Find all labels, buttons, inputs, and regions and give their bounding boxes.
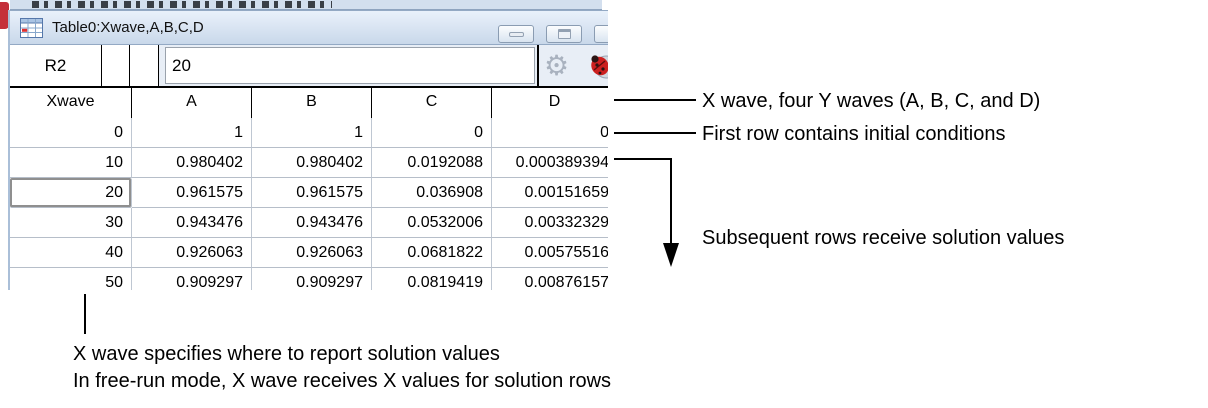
data-cell[interactable]: 0.961575 [252, 178, 372, 208]
data-cell[interactable]: 0.909297 [132, 268, 252, 290]
data-cell[interactable]: 0.0681822 [372, 238, 492, 268]
callout-line-columns [614, 99, 696, 101]
table-row: 01100 [10, 118, 608, 148]
data-cell[interactable]: 0.0192088 [372, 148, 492, 178]
data-cell[interactable]: 0.036908 [372, 178, 492, 208]
restore-button[interactable] [546, 25, 582, 43]
data-cell[interactable]: 0 [492, 118, 608, 148]
background-red-icon-fragment [0, 2, 9, 29]
toolbar-small-cell-1[interactable] [102, 45, 130, 86]
column-header-xwave[interactable]: Xwave [10, 88, 132, 118]
clipped-button[interactable] [594, 25, 608, 43]
data-cell[interactable]: 1 [252, 118, 372, 148]
bottom-note: X wave specifies where to report solutio… [73, 341, 611, 395]
data-cell[interactable]: 0.926063 [132, 238, 252, 268]
data-cell[interactable]: 0.00332329 [492, 208, 608, 238]
gear-icon[interactable]: ⚙ [544, 50, 570, 81]
xwave-cell[interactable]: 50 [10, 268, 132, 290]
subsequent-rows-note: Subsequent rows receive solution values [702, 227, 1065, 249]
first-row-note: First row contains initial conditions [702, 123, 1006, 145]
bottom-note-line1: X wave specifies where to report solutio… [73, 343, 500, 365]
data-cell[interactable]: 0.943476 [132, 208, 252, 238]
table-icon [20, 18, 43, 43]
cell-reference-indicator[interactable]: R2 [10, 45, 102, 86]
data-cell[interactable]: 1 [132, 118, 252, 148]
background-window-clipped-title [10, 0, 602, 10]
down-arrow-icon [663, 243, 679, 267]
bug-icon[interactable] [588, 53, 608, 86]
data-cell[interactable]: 0.926063 [252, 238, 372, 268]
window-titlebar[interactable]: Table0:Xwave,A,B,C,D [10, 10, 608, 45]
columns-note: X wave, four Y waves (A, B, C, and D) [702, 90, 1041, 112]
callout-line-first-row [614, 132, 696, 134]
data-cell[interactable]: 0.000389394 [492, 148, 608, 178]
window-title: Table0:Xwave,A,B,C,D [52, 19, 204, 36]
xwave-cell[interactable]: 30 [10, 208, 132, 238]
bottom-note-line2: In free-run mode, X wave receives X valu… [73, 370, 612, 392]
data-cell[interactable]: 0.909297 [252, 268, 372, 290]
data-cell[interactable]: 0 [372, 118, 492, 148]
column-header-b[interactable]: B [252, 88, 372, 118]
toolbar-divider [537, 45, 539, 86]
data-cell[interactable]: 0.943476 [252, 208, 372, 238]
data-rows: 01100100.9804020.9804020.01920880.000389… [10, 118, 608, 290]
data-cell[interactable]: 0.0819419 [372, 268, 492, 290]
xwave-cell[interactable]: 20 [10, 178, 132, 208]
data-cell[interactable]: 0.00575516 [492, 238, 608, 268]
minimize-button[interactable] [498, 25, 534, 43]
minimize-icon [509, 32, 524, 37]
table-toolbar: R2 20 ⚙ [10, 45, 608, 88]
data-cell[interactable]: 0.980402 [132, 148, 252, 178]
column-header-a[interactable]: A [132, 88, 252, 118]
cell-entry-field[interactable]: 20 [165, 47, 535, 84]
column-header-d[interactable]: D [492, 88, 608, 118]
bottom-callout-line [84, 294, 86, 334]
xwave-cell[interactable]: 10 [10, 148, 132, 178]
elbow-arrow-horizontal [614, 158, 672, 160]
restore-icon [558, 29, 571, 39]
data-cell[interactable]: 0.00876157 [492, 268, 608, 290]
column-header-c[interactable]: C [372, 88, 492, 118]
data-cell[interactable]: 0.00151659 [492, 178, 608, 208]
xwave-cell[interactable]: 0 [10, 118, 132, 148]
elbow-arrow-vertical [670, 158, 672, 244]
toolbar-small-cell-2[interactable] [130, 45, 159, 86]
data-cell[interactable]: 0.980402 [252, 148, 372, 178]
data-cell[interactable]: 0.0532006 [372, 208, 492, 238]
xwave-cell[interactable]: 40 [10, 238, 132, 268]
data-cell[interactable]: 0.961575 [132, 178, 252, 208]
clipped-title-text-fragments [32, 1, 332, 8]
table-window: Table0:Xwave,A,B,C,D R2 20 ⚙ [8, 10, 608, 290]
